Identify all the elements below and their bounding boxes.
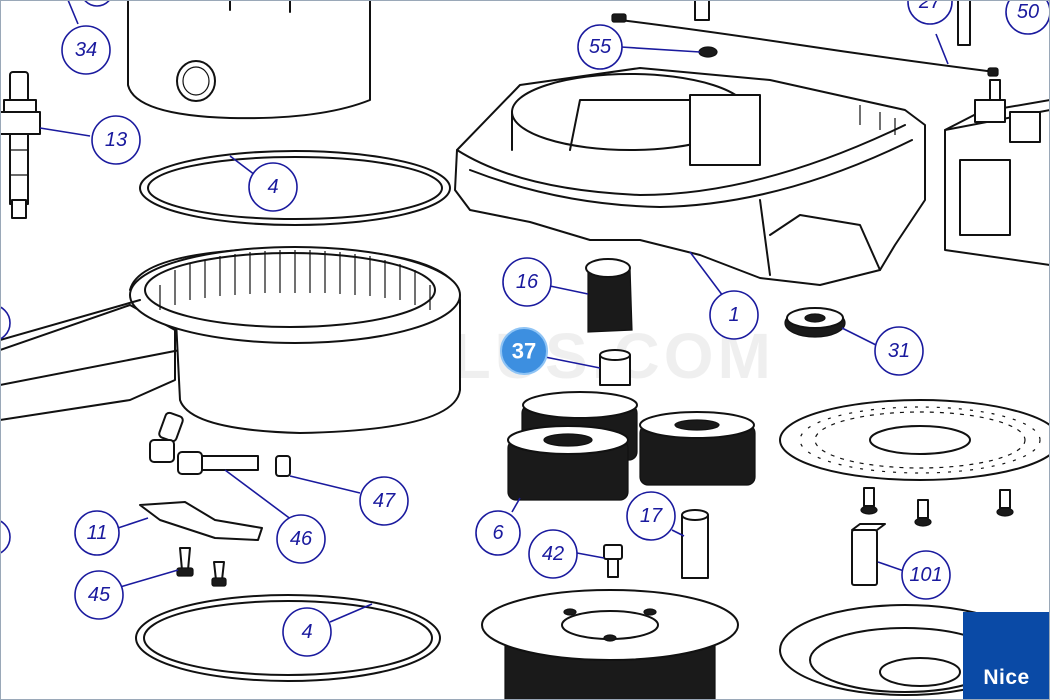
disc-screws <box>860 487 1014 527</box>
transformer <box>944 79 1050 266</box>
callout-label: 37 <box>512 339 536 364</box>
washer-31 <box>784 307 846 338</box>
screws-45 <box>176 547 227 587</box>
callout-label: 34 <box>75 39 97 61</box>
output-gear <box>481 589 739 700</box>
callout-42: 42 <box>528 529 578 579</box>
callout-34: 34 <box>61 25 111 75</box>
bolt-42 <box>603 544 623 578</box>
callout-13: 13 <box>91 115 141 165</box>
bracket-11 <box>139 501 263 541</box>
callout-label: 50 <box>1017 1 1039 23</box>
bolts-46 <box>149 411 291 477</box>
pinion-gear-16 <box>585 258 633 333</box>
edge-callouts-partial <box>0 0 111 555</box>
callout-label: 17 <box>640 505 663 527</box>
callout-6: 6 <box>475 510 521 556</box>
callout-50: 50 <box>1005 0 1050 35</box>
cable-assembly <box>611 0 999 77</box>
callout-47: 47 <box>359 476 409 526</box>
callout-37-highlighted[interactable]: 37 <box>500 327 548 375</box>
callout-label: 11 <box>87 522 108 544</box>
callout-11: 11 <box>74 510 120 556</box>
callout-label: 4 <box>267 176 278 198</box>
callout-label: 27 <box>918 0 942 13</box>
gasket-ring-lower <box>135 594 441 682</box>
callout-label: 45 <box>88 584 111 606</box>
spacer-37 <box>599 349 631 386</box>
washer-55 <box>698 46 718 58</box>
callout-label: 101 <box>909 564 942 586</box>
callout-label: 1 <box>728 304 739 326</box>
motor-housing <box>127 0 371 120</box>
callout-16: 16 <box>502 257 552 307</box>
gearbox-body <box>454 67 926 286</box>
callout-label: 4 <box>301 621 312 643</box>
callout-45: 45 <box>74 570 124 620</box>
callout-label: 42 <box>542 543 564 565</box>
callout-label: 46 <box>290 528 313 550</box>
drive-shaft <box>0 71 41 219</box>
brand-logo-text: Nice <box>983 666 1030 689</box>
ring-gear-arm <box>0 246 461 434</box>
encoder-disc <box>779 399 1050 481</box>
callout-label: 55 <box>589 36 612 58</box>
callout-4-lower: 4 <box>282 607 332 657</box>
pin-17 <box>681 509 709 579</box>
callout-4-upper: 4 <box>248 162 298 212</box>
callout-46: 46 <box>276 514 326 564</box>
callout-label: 16 <box>516 271 539 293</box>
leader-lines <box>39 0 1011 623</box>
gasket-ring-upper <box>139 150 451 226</box>
magnet-101 <box>851 523 886 586</box>
callout-27: 27 <box>907 0 953 25</box>
gear-cluster-6 <box>507 391 756 501</box>
callout-label: 6 <box>492 522 504 544</box>
brand-logo: Nice <box>963 612 1050 700</box>
callout-label: 13 <box>105 129 127 151</box>
callout-label: 31 <box>888 340 910 362</box>
callout-1: 1 <box>709 290 759 340</box>
callout-17: 17 <box>626 491 676 541</box>
callout-55: 55 <box>577 24 623 70</box>
callout-31: 31 <box>874 326 924 376</box>
callout-101: 101 <box>901 550 951 600</box>
callout-label: 47 <box>373 490 396 512</box>
